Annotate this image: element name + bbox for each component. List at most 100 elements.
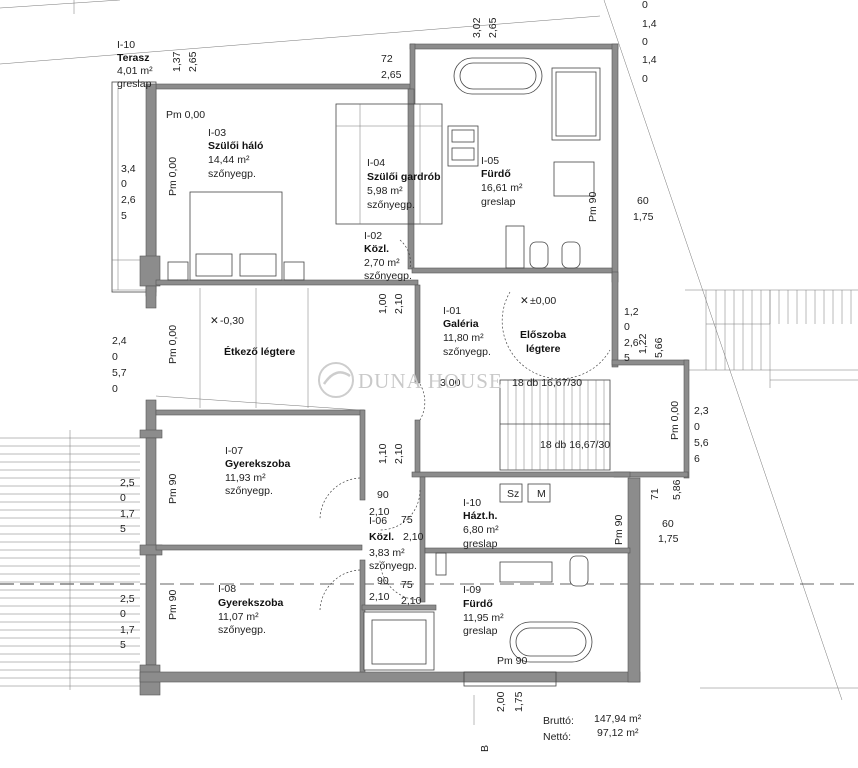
dim: 2,4 bbox=[112, 335, 127, 347]
furniture bbox=[167, 57, 601, 687]
dim: 0 bbox=[112, 383, 118, 395]
watermark-text: DUNA HOUSE bbox=[358, 369, 503, 393]
room-name: Házt.h. bbox=[463, 510, 498, 522]
pm-labels: Pm 0,00 Pm 0,00 Pm 0,00 Pm 0,00 Pm 90 Pm… bbox=[166, 109, 681, 667]
dim: 0 bbox=[694, 421, 700, 433]
pm-label: Pm 0,00 bbox=[669, 401, 681, 440]
dim: 5 bbox=[624, 352, 630, 364]
interior-stair bbox=[499, 379, 611, 471]
pm-label: Pm 90 bbox=[613, 514, 625, 545]
netto-value: 97,12 m² bbox=[597, 727, 639, 739]
dim: 3,4 bbox=[121, 163, 136, 175]
dim: 1,10 bbox=[377, 443, 389, 464]
room-area: 6,80 m² bbox=[463, 524, 499, 536]
dim: 1,4 bbox=[642, 54, 657, 66]
room-id: I-08 bbox=[218, 583, 236, 595]
room-area: 11,93 m² bbox=[225, 472, 266, 484]
room-floor: szőnyegp. bbox=[225, 485, 273, 497]
dim: 2,10 bbox=[393, 293, 405, 314]
m-label: M bbox=[537, 488, 546, 500]
pm-label: Pm 90 bbox=[587, 191, 599, 222]
room-door-height: 2,10 bbox=[403, 531, 424, 543]
room-id: I-09 bbox=[463, 584, 481, 596]
dim: 1,7 bbox=[120, 624, 135, 636]
walls bbox=[139, 43, 690, 696]
dim: 2,10 bbox=[393, 443, 405, 464]
dim: 60 bbox=[662, 518, 674, 530]
dim: 6 bbox=[694, 453, 700, 465]
level-dining: -0,30 bbox=[220, 315, 244, 327]
dim: 1,7 bbox=[120, 508, 135, 520]
dim: 72 bbox=[381, 53, 393, 65]
dim: 1,4 bbox=[642, 18, 657, 30]
room-name: Fürdő bbox=[463, 598, 493, 610]
room-name: Gyerekszoba bbox=[218, 597, 284, 609]
room-floor: greslap bbox=[481, 196, 516, 208]
pm-label: Pm 0,00 bbox=[167, 157, 179, 196]
dim: 1,22 bbox=[637, 333, 649, 354]
exterior-stair-right bbox=[685, 289, 858, 388]
section-marker-b: B bbox=[479, 745, 491, 752]
area-totals: Bruttó: 147,94 m² Nettó: 97,12 m² bbox=[543, 713, 642, 743]
room-floor: greslap bbox=[117, 78, 152, 90]
dim: 90 bbox=[377, 575, 389, 587]
room-floor: greslap bbox=[463, 625, 498, 637]
watermark: DUNA HOUSE bbox=[318, 362, 503, 398]
dim: 1,37 bbox=[171, 51, 183, 72]
room-id: I-05 bbox=[481, 155, 499, 167]
pm-label: Pm 90 bbox=[167, 589, 179, 620]
dim: 5 bbox=[121, 210, 127, 222]
dim: 5,86 bbox=[671, 479, 683, 500]
room-name: Fürdő bbox=[481, 168, 511, 180]
room-name: Szülői gardrób bbox=[367, 171, 441, 183]
dim: 5,66 bbox=[653, 337, 665, 358]
room-floor: szőnyegp. bbox=[367, 199, 415, 211]
void-dining: Étkező légtere bbox=[224, 345, 295, 358]
dim: 1,75 bbox=[633, 211, 654, 223]
room-area: 11,95 m² bbox=[463, 612, 504, 624]
stair-label-upper: 18 db 16,67/30 bbox=[512, 377, 582, 389]
room-name: Szülői háló bbox=[208, 140, 263, 152]
dim: 0 bbox=[120, 492, 126, 504]
sz-label: Sz bbox=[507, 488, 519, 500]
dim: 5 bbox=[120, 523, 126, 535]
room-floor: szőnyegp. bbox=[208, 168, 256, 180]
pm-label: Pm 0,00 bbox=[166, 109, 205, 121]
room-name: Galéria bbox=[443, 318, 479, 330]
left-exterior-hatch bbox=[0, 430, 140, 690]
room-id: I-10 bbox=[117, 39, 135, 51]
dim: 2,6 bbox=[121, 194, 136, 206]
void-entrance-line2: légtere bbox=[526, 343, 561, 355]
void-entrance-line1: Előszoba bbox=[520, 329, 566, 341]
dim: 2,5 bbox=[120, 477, 135, 489]
level-galeria: 3,00 bbox=[440, 377, 461, 389]
stair-label-lower: 18 db 16,67/30 bbox=[540, 439, 610, 451]
room-floor: szőnyegp. bbox=[443, 346, 491, 358]
room-floor: greslap bbox=[463, 538, 498, 550]
dim: 0 bbox=[642, 73, 648, 85]
dim: 2,3 bbox=[694, 405, 709, 417]
dim: 1,2 bbox=[624, 306, 639, 318]
level-entrance: ±0,00 bbox=[530, 295, 556, 307]
level-markers: -0,30 ✕ ±0,00 ✕ 3,00 bbox=[210, 295, 556, 389]
room-area: 11,80 m² bbox=[443, 332, 484, 344]
dim: 0 bbox=[120, 608, 126, 620]
dim: 2,5 bbox=[120, 593, 135, 605]
dim: 5,6 bbox=[694, 437, 709, 449]
pm-label: Pm 90 bbox=[167, 473, 179, 504]
dim: 0 bbox=[642, 0, 648, 11]
room-floor: szőnyegp. bbox=[369, 560, 417, 572]
room-id: I-03 bbox=[208, 127, 226, 139]
room-id: I-10 bbox=[463, 497, 481, 509]
room-area: 3,83 m² bbox=[369, 547, 405, 559]
dim: 1,75 bbox=[658, 533, 679, 545]
room-id: I-04 bbox=[367, 157, 385, 169]
room-area: 14,44 m² bbox=[208, 154, 250, 166]
dim: 2,10 bbox=[369, 591, 390, 603]
dim: 2,65 bbox=[187, 51, 199, 72]
room-id: I-06 bbox=[369, 515, 387, 527]
dimensions: 0 1,4 0 1,4 0 1,37 2,65 3,02 2,65 72 2,6… bbox=[112, 0, 709, 752]
dim: 2,10 bbox=[401, 595, 422, 607]
doors bbox=[319, 239, 611, 611]
